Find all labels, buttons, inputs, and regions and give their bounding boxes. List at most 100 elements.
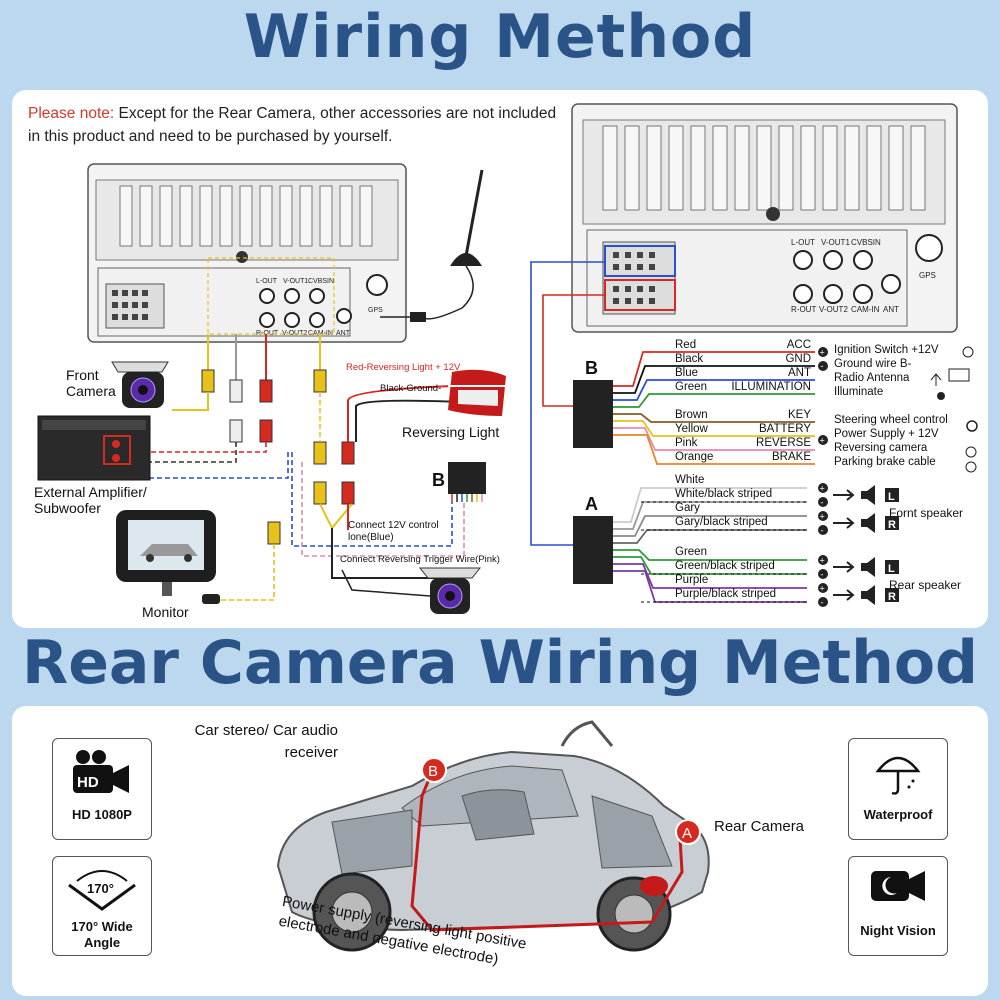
- wiring-method-title: Wiring Method: [243, 2, 757, 72]
- svg-text:+: +: [820, 584, 825, 594]
- b-wire-color-6: Pink: [675, 437, 698, 449]
- left-port-camin: CAM-IN: [308, 330, 333, 337]
- plus-icon: +: [818, 435, 828, 446]
- plus-icon: +: [818, 347, 828, 358]
- svg-text:-: -: [821, 526, 824, 536]
- hd-icon-text: HD: [77, 774, 99, 791]
- b-wire-dest-4: Steering wheel control: [834, 414, 948, 426]
- left-port-ant: ANT: [336, 330, 351, 337]
- b-wire-color-2: Blue: [675, 367, 699, 379]
- b-wire-line: [613, 365, 815, 394]
- a-wire-line: [613, 563, 807, 589]
- brake-icon: [965, 461, 977, 473]
- minus-icon: -: [818, 361, 828, 371]
- connect-12v-label: Connect 12V control lone(Blue): [348, 520, 439, 543]
- b-wire-function-2: ANT: [788, 367, 811, 379]
- a-wire-line: [613, 529, 807, 544]
- svg-text:+: +: [820, 512, 825, 522]
- b-wire-dest-0: Ignition Switch +12V: [834, 344, 939, 356]
- arrow-icon: [833, 561, 855, 573]
- rear-camera-icon: [341, 567, 482, 614]
- rear-camera-wiring-title: Rear Camera Wiring Method: [22, 628, 978, 698]
- night-vision-label: Night Vision: [860, 923, 936, 938]
- b-wire-color-0: Red: [675, 339, 697, 351]
- angle-icon-text: 170°: [87, 881, 114, 896]
- amplifier-label: External Amplifier/ Subwoofer: [34, 484, 147, 516]
- right-port-lout: L-OUT: [791, 238, 815, 247]
- arrow-icon: [833, 517, 855, 529]
- hd-label: HD 1080P: [72, 807, 132, 822]
- rear-camera-panel: HD HD 1080P 170° 170° Wide Angle Waterpr…: [12, 706, 988, 996]
- car-body-icon: [276, 720, 710, 952]
- night-vision-feature: Night Vision: [848, 856, 948, 956]
- side-badge: [885, 588, 899, 602]
- b-wire-line: [613, 427, 815, 451]
- a-wire-line: [613, 556, 807, 575]
- b-wire-line: [613, 393, 815, 408]
- a-wire-color-7: Purple/black striped: [675, 588, 776, 600]
- harness-b-small-label: B: [432, 470, 445, 490]
- b-wire-function-0: ACC: [786, 339, 811, 351]
- side-badge-text: R: [888, 591, 896, 603]
- angle-feature: 170° 170° Wide Angle: [52, 856, 152, 956]
- right-port-gps: GPS: [919, 271, 936, 280]
- hd-camera-icon: HD: [73, 750, 129, 793]
- a-wire-color-4: Green: [675, 546, 707, 558]
- camera-small-icon: [965, 446, 977, 458]
- b-wire-dest-6: Reversing camera: [834, 442, 928, 454]
- steering-wheel-icon: [966, 420, 978, 432]
- harness-b-label: B: [585, 358, 598, 378]
- a-wire-color-6: Purple: [675, 574, 709, 586]
- speaker-icon: [861, 557, 875, 577]
- b-wire-line: [613, 434, 815, 465]
- car-stereo-label: Car stereo/ Car audio receiver: [194, 722, 338, 761]
- antenna-small-icon: [930, 373, 942, 386]
- svg-text:-: -: [821, 361, 824, 371]
- b-wire-color-3: Green: [675, 381, 707, 393]
- side-badge-text: R: [888, 519, 896, 531]
- a-wire-color-1: White/black striped: [675, 488, 773, 500]
- b-wire-function-7: BRAKE: [772, 451, 811, 463]
- b-wire-dest-5: Power Supply + 12V: [834, 428, 939, 440]
- side-badge: [885, 516, 899, 530]
- b-wire-line: [613, 351, 815, 387]
- antenna-icon: [380, 169, 484, 322]
- left-port-cvbsin: CVBSIN: [308, 278, 334, 285]
- right-wiring-diagram: L-OUT V-OUT1 CVBSIN R-OUT V-OUT2 CAM-IN …: [530, 103, 978, 608]
- arrow-icon: [833, 489, 855, 501]
- car-cutaway-diagram: B A: [276, 720, 710, 952]
- rca-plugs: [201, 369, 355, 545]
- b-wires: [613, 351, 815, 465]
- b-wire-line: [613, 420, 815, 437]
- a-wire-line: [613, 549, 807, 561]
- night-camera-icon: [871, 871, 925, 901]
- harness-a-label: A: [585, 494, 598, 514]
- left-port-gps: GPS: [368, 307, 383, 314]
- a-wires: [613, 487, 807, 603]
- connect-trigger-label: Connect Reversing Trigger Wire(Pink): [340, 554, 500, 565]
- b-wire-line: [613, 379, 815, 401]
- svg-text:-: -: [821, 498, 824, 508]
- b-wire-dest-2: Radio Antenna: [834, 372, 910, 384]
- b-wire-dest-7: Parking brake cable: [834, 456, 936, 468]
- right-port-vout1: V-OUT1: [821, 238, 850, 247]
- b-wire-function-1: GND: [785, 353, 811, 365]
- minus-icon: [818, 525, 828, 535]
- waterproof-feature: Waterproof: [848, 738, 948, 840]
- monitor-label: Monitor: [142, 604, 189, 620]
- monitor-icon: [116, 510, 220, 604]
- note-text: Except for the Rear Camera, other access…: [28, 105, 557, 145]
- red-wire-label: Red-Reversing Light + 12V: [346, 362, 461, 373]
- b-wire-function-4: KEY: [787, 409, 811, 421]
- minus-icon: [818, 569, 828, 579]
- marker-b-icon: B: [421, 757, 447, 783]
- a-wire-color-5: Green/black striped: [675, 560, 775, 572]
- side-badge-text: L: [888, 563, 895, 575]
- side-badge-text: L: [888, 491, 895, 503]
- svg-text:+: +: [820, 348, 825, 358]
- left-head-unit: L-OUT V-OUT1 CVBSIN R-OUT V-OUT2 CAM-IN …: [87, 163, 407, 343]
- reversing-light-label: Reversing Light: [402, 424, 500, 440]
- rear-camera-label: Rear Camera: [714, 818, 805, 835]
- svg-text:-: -: [821, 598, 824, 608]
- amplifier-icon: [37, 415, 151, 481]
